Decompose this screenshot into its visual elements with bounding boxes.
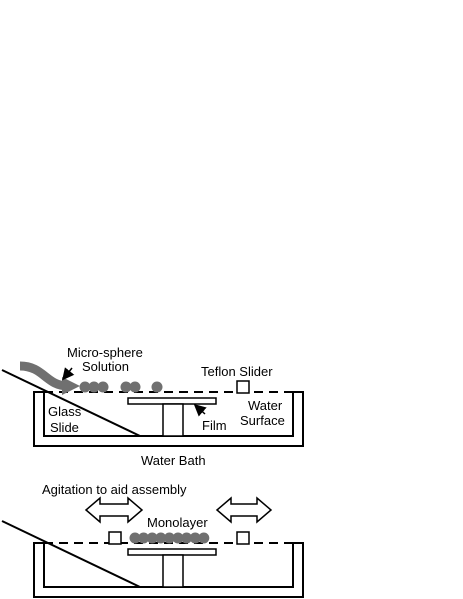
label-water-surface-line2: Surface	[240, 413, 285, 428]
teflon-slider-left	[108, 531, 122, 545]
microsphere	[88, 381, 100, 393]
monolayer-sphere	[181, 532, 193, 544]
monolayer-sphere	[163, 532, 175, 544]
monolayer-sphere	[138, 532, 150, 544]
solution-flow-arrowhead	[62, 377, 80, 395]
microsphere	[79, 381, 91, 393]
teflon-slider	[236, 380, 250, 394]
monolayer-sphere	[172, 532, 184, 544]
monolayer-sphere	[198, 532, 210, 544]
teflon-slider-right	[236, 531, 250, 545]
agitation-arrow-left	[84, 496, 144, 524]
label-film: Film	[202, 418, 227, 433]
label-microsphere-line1: Micro-sphere	[67, 345, 143, 360]
label-glass-slide-line2: Slide	[50, 420, 79, 435]
microsphere	[97, 381, 109, 393]
label-monolayer: Monolayer	[147, 515, 208, 530]
agitation-arrow-right	[215, 496, 273, 524]
glass-slide	[1, 369, 141, 437]
microsphere-pointer	[62, 367, 75, 381]
monolayer-sphere	[146, 532, 158, 544]
label-agitation: Agitation to aid assembly	[42, 482, 187, 497]
label-microsphere-line2: Solution	[82, 359, 129, 374]
monolayer-sphere	[155, 532, 167, 544]
label-water-surface-line1: Water	[248, 398, 283, 413]
film-plate	[127, 397, 217, 405]
monolayer	[129, 532, 210, 544]
top-panel	[1, 361, 304, 447]
glass-slide-bottom	[1, 520, 141, 588]
pedestal-post-bottom	[162, 554, 184, 588]
microsphere	[120, 381, 132, 393]
monolayer-sphere	[189, 532, 201, 544]
film-plate-bottom	[127, 548, 217, 556]
pedestal-post	[162, 403, 184, 437]
microsphere	[129, 381, 141, 393]
bottom-panel	[1, 496, 304, 598]
microsphere	[151, 381, 163, 393]
label-teflon-slider: Teflon Slider	[201, 364, 273, 379]
label-glass-slide-line1: Glass	[48, 404, 82, 419]
monolayer-sphere	[129, 532, 141, 544]
label-water-bath: Water Bath	[141, 453, 206, 468]
film-pointer	[193, 404, 207, 417]
